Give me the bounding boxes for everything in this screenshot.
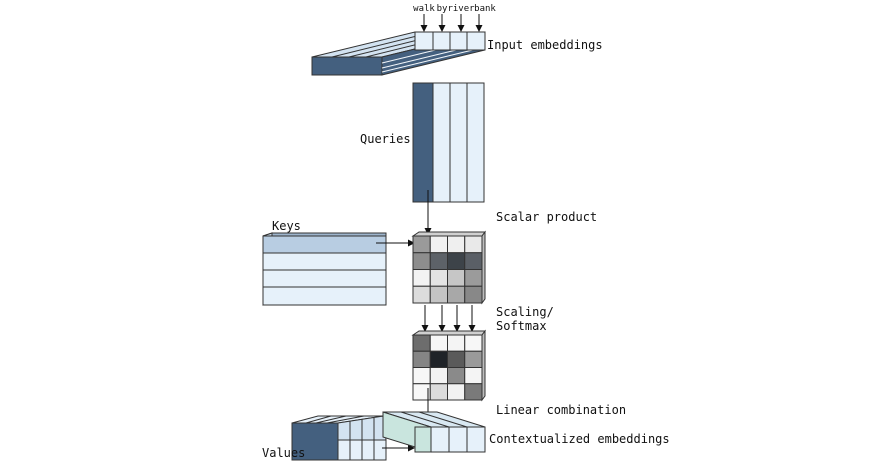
scalar-product-cell [447, 252, 466, 270]
scalar-product-cell [464, 252, 483, 270]
softmax-cell [412, 334, 431, 352]
scalar-product-cell [412, 285, 431, 304]
input-embedding-column [466, 31, 486, 51]
softmax-cell [412, 367, 431, 385]
context-column [448, 426, 468, 453]
context-highlight-column [414, 426, 432, 453]
queries-label: Queries [360, 132, 411, 146]
scaling-arrows [421, 305, 476, 332]
scalar-product-cell [447, 285, 466, 304]
scalar-product-cell [429, 252, 448, 270]
softmax-cell [412, 350, 431, 368]
keys-block [262, 232, 387, 306]
softmax-cell [464, 350, 483, 368]
context-column [430, 426, 450, 453]
scaling-label-line1: Scaling/ [496, 305, 554, 319]
key-row [262, 235, 387, 254]
scalar-product-cell [464, 269, 483, 287]
softmax-cell [429, 383, 448, 401]
queries-dark-side [412, 82, 434, 203]
input-embedding-column [414, 31, 434, 51]
softmax-cell [447, 383, 466, 401]
value-column [337, 439, 351, 461]
scalar-product-cell [447, 269, 466, 287]
scaling-label-line2: Softmax [496, 319, 547, 333]
softmax-cell [447, 367, 466, 385]
values-block [291, 415, 387, 461]
contextualized-embeddings-label: Contextualized embeddings [489, 432, 670, 446]
softmax-cell [464, 334, 483, 352]
scalar-product-matrix [411, 230, 486, 305]
token-label: walk [413, 4, 435, 14]
token-label: bank [474, 4, 496, 14]
softmax-cell [429, 367, 448, 385]
token-labels: walk by river bank [413, 4, 496, 14]
scalar-product-cell [447, 235, 466, 254]
scalar-product-cell [464, 285, 483, 304]
token-label: by [437, 4, 448, 14]
softmax-cell [447, 334, 466, 352]
context-column [466, 426, 486, 453]
query-column [466, 82, 485, 203]
token-arrows [420, 14, 483, 32]
queries-block [412, 82, 485, 203]
contextualized-embeddings-block [382, 411, 486, 453]
input-embeddings-front [311, 56, 383, 76]
linear-combination-label: Linear combination [496, 403, 626, 417]
input-embeddings-block [311, 31, 486, 76]
softmax-cell [429, 334, 448, 352]
scalar-product-cell [429, 285, 448, 304]
input-embedding-column [432, 31, 451, 51]
scalar-product-cell [412, 235, 431, 254]
query-column [449, 82, 468, 203]
scalar-product-cell [464, 235, 483, 254]
key-row [262, 286, 387, 306]
scalar-product-cell [412, 269, 431, 287]
value-column [373, 439, 387, 461]
input-embeddings-label: Input embeddings [487, 38, 603, 52]
scalar-product-cell [429, 269, 448, 287]
softmax-cell [464, 383, 483, 401]
scalar-product-cell [412, 252, 431, 270]
value-column [349, 439, 363, 461]
scalar-product-label: Scalar product [496, 210, 597, 224]
value-column [361, 439, 375, 461]
key-row [262, 269, 387, 288]
softmax-cell [447, 350, 466, 368]
query-column [432, 82, 451, 203]
scalar-product-cell [429, 235, 448, 254]
key-row [262, 252, 387, 271]
keys-label: Keys [272, 219, 301, 233]
softmax-matrix [411, 329, 486, 402]
input-embedding-column [449, 31, 468, 51]
scalar-product-cells [412, 235, 483, 304]
token-label: river [447, 4, 475, 14]
values-label: Values [262, 446, 305, 460]
softmax-cells [412, 334, 483, 401]
softmax-cell [464, 367, 483, 385]
softmax-cell [429, 350, 448, 368]
